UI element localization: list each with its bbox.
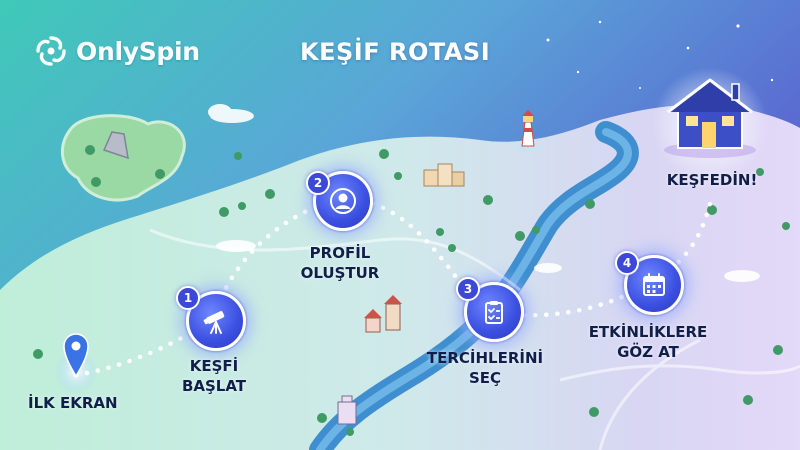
town-buildings-icon (423, 163, 465, 187)
step-1-label-line2: BAŞLAT (181, 377, 247, 395)
step-1-label: KEŞFİ BAŞLAT (174, 356, 254, 396)
step-1-node[interactable] (186, 291, 246, 351)
rock-monument-icon (102, 131, 129, 160)
brand-name: OnlySpin (76, 36, 200, 66)
step-1-badge: 1 (176, 286, 200, 310)
clouds-decoration (208, 104, 760, 282)
step-4-label: ETKİNLİKLERE GÖZ AT (588, 322, 708, 362)
end-label: KEŞFEDİN! (662, 170, 762, 190)
step-3-badge: 3 (456, 277, 480, 301)
clipboard-check-icon (485, 301, 503, 324)
page-title: KEŞİF ROTASI (300, 38, 491, 66)
city-building-icon (337, 395, 357, 425)
step-2-label: PROFİL OLUŞTUR (290, 243, 390, 283)
step-4-label-line2: GÖZ AT (617, 343, 679, 361)
spin-swirl-logo-icon (36, 36, 66, 66)
start-label-text: İLK EKRAN (28, 394, 118, 412)
step-4-label-line1: ETKİNLİKLERE (588, 323, 708, 341)
roads (149, 228, 800, 450)
user-profile-icon (330, 188, 356, 214)
step-2-badge: 2 (306, 171, 330, 195)
start-label: İLK EKRAN (28, 393, 118, 413)
step-2-label-line2: OLUŞTUR (300, 264, 380, 282)
calendar-icon (643, 273, 665, 296)
brand[interactable]: OnlySpin (34, 34, 200, 68)
lighthouse-icon (514, 110, 542, 152)
telescope-icon (203, 311, 225, 334)
step-3-label: TERCİHLERİNİ SEÇ (424, 348, 546, 388)
step-2-label-line1: PROFİL (309, 244, 371, 262)
step-3-label-line1: TERCİHLERİNİ (426, 349, 544, 367)
end-label-text: KEŞFEDİN! (666, 171, 758, 189)
trees-decoration (33, 145, 790, 436)
house-icon (664, 78, 756, 158)
step-3-label-line2: SEÇ (468, 369, 502, 387)
location-pin-icon (63, 333, 89, 378)
houses-icon (364, 295, 402, 333)
step-1-label-line1: KEŞFİ (189, 357, 239, 375)
step-4-badge: 4 (615, 251, 639, 275)
